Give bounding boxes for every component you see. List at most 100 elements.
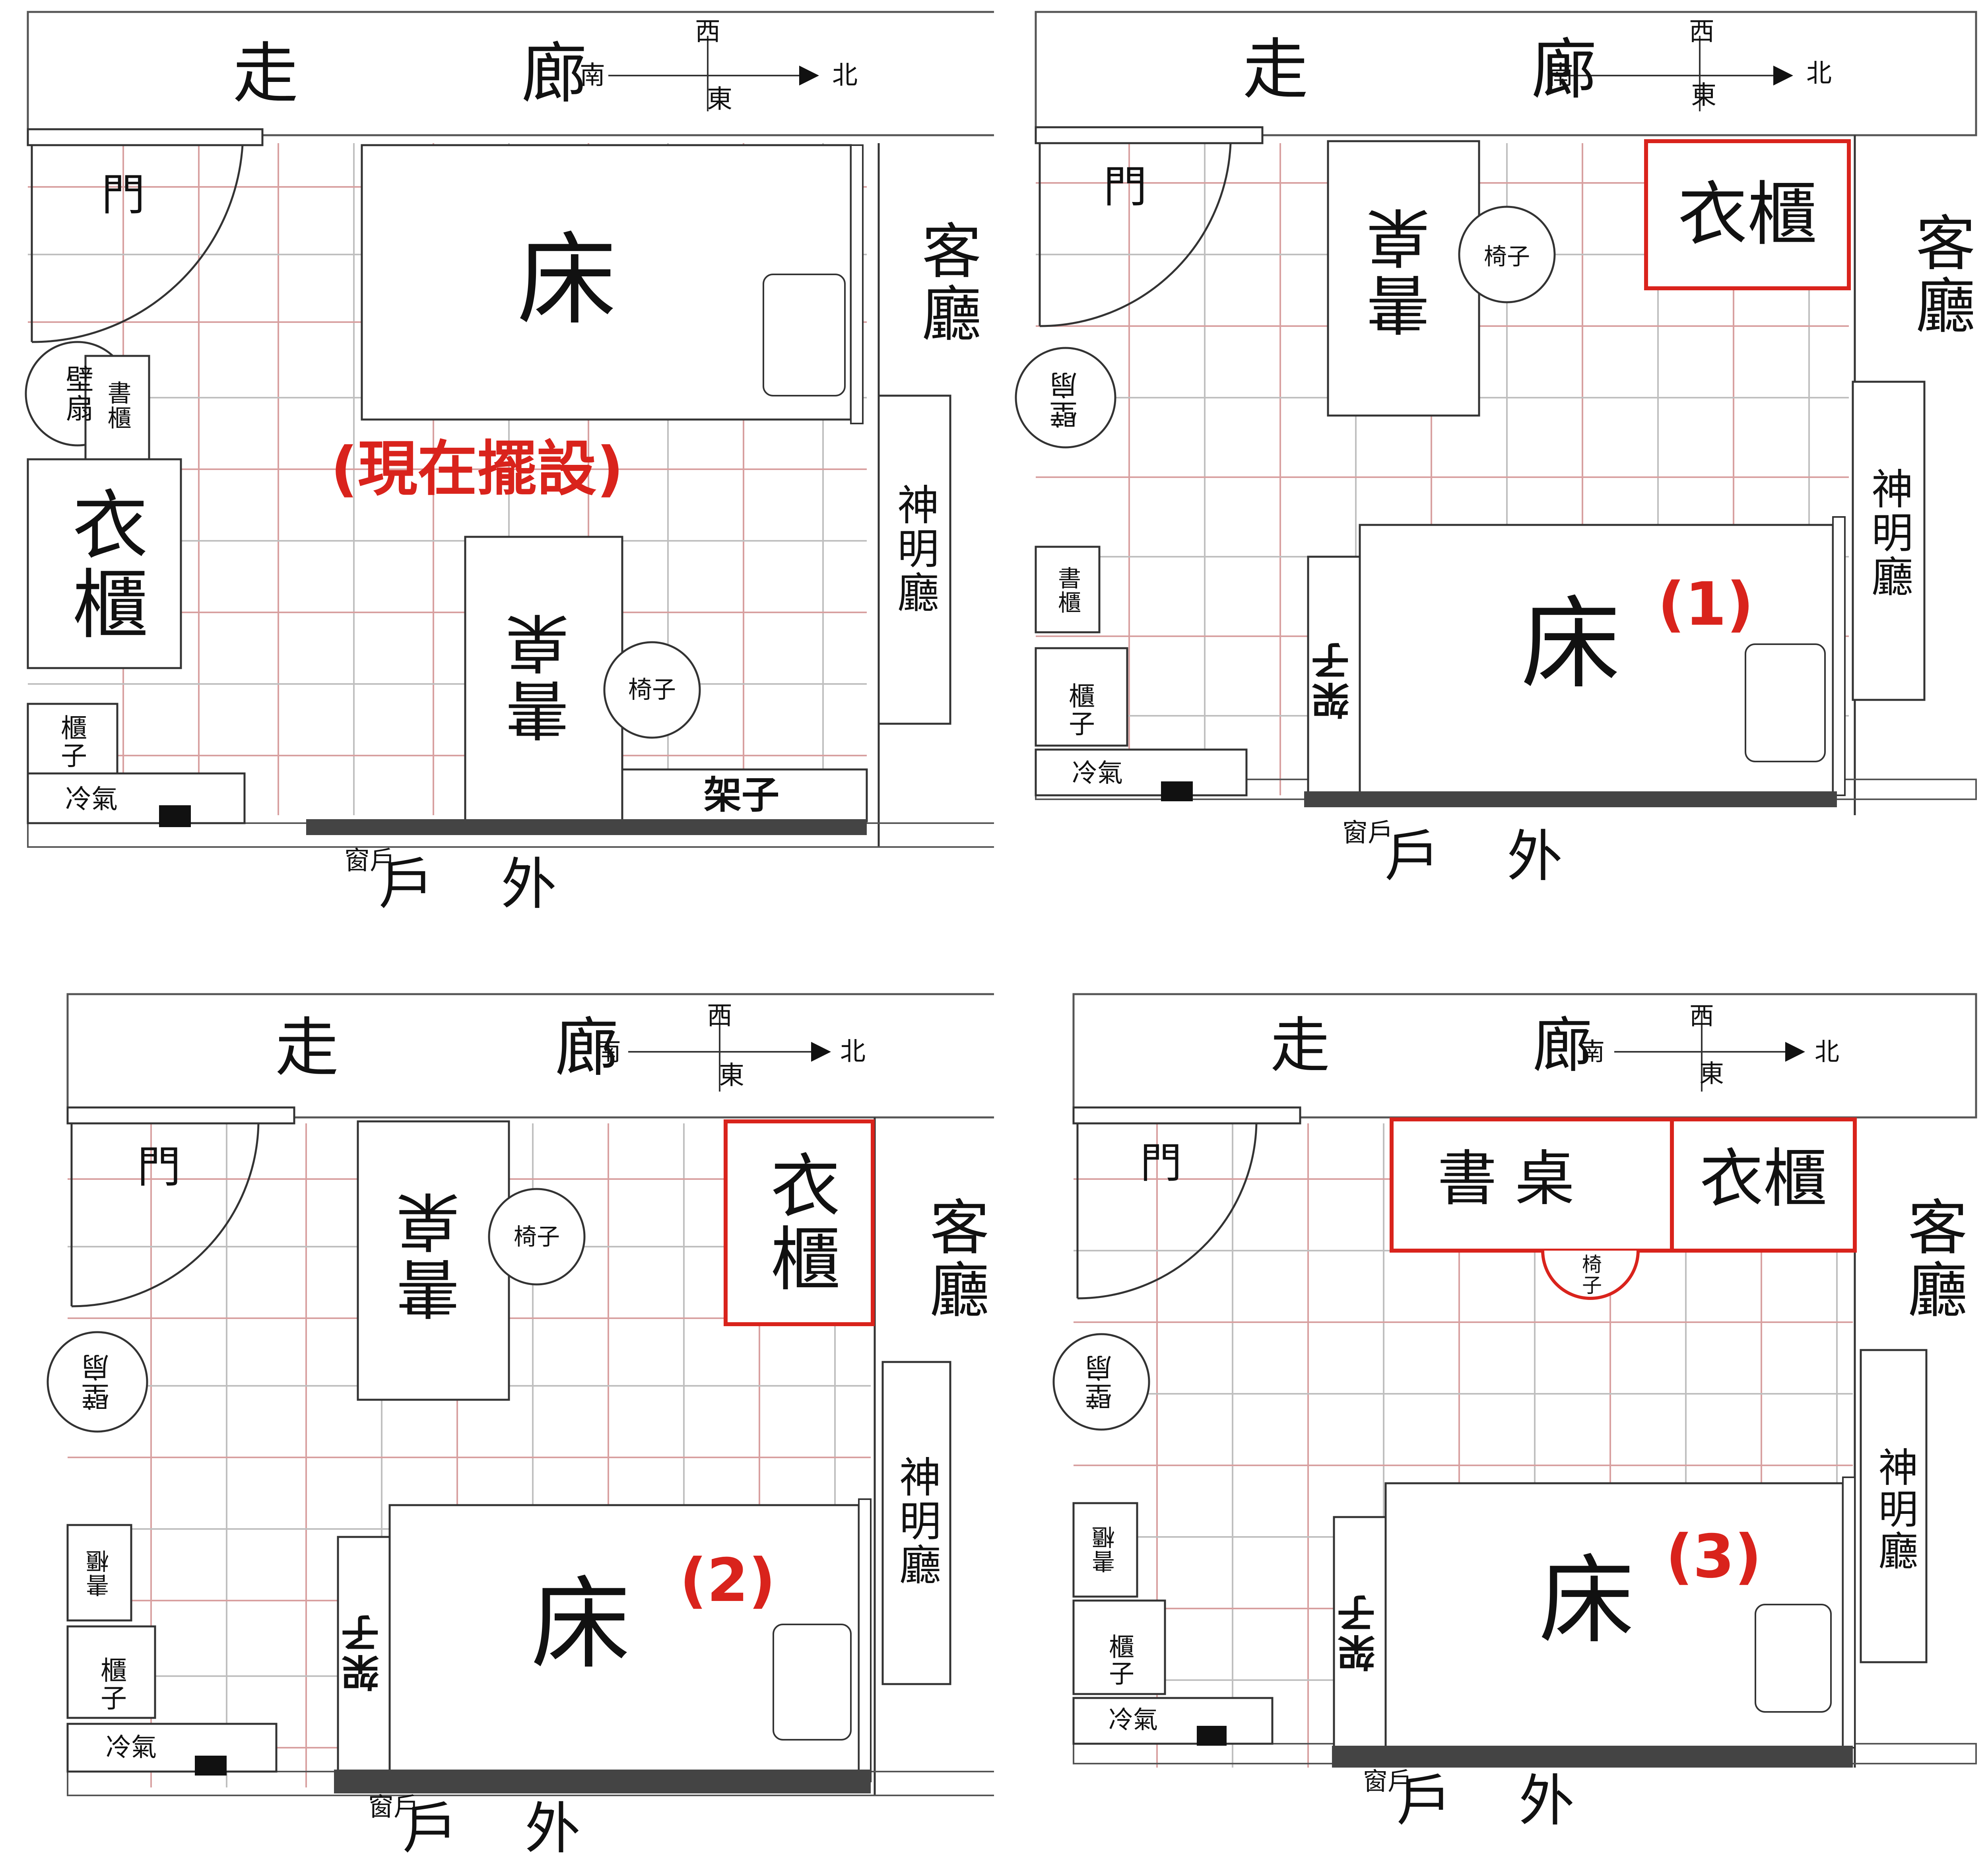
corridor-label: 走 廊 (1242, 31, 1676, 108)
bookshelf-label: 書櫃 (86, 1548, 113, 1597)
bed-label: 床 (517, 222, 616, 338)
aircon-label: 冷氣 (106, 1733, 157, 1762)
window-bar (334, 1770, 871, 1793)
compass-arrow-icon (799, 66, 819, 85)
compass-west-label: 西 (707, 1001, 732, 1031)
wall-fan-circle (47, 1331, 148, 1433)
wardrobe-rect (27, 458, 182, 669)
compass-east-label: 東 (1699, 1059, 1724, 1088)
chair-label: 椅子 (1579, 1253, 1602, 1296)
corridor-box (1035, 11, 1977, 136)
plan-tag-option2: (2) (679, 1546, 776, 1615)
desk-label: 書桌 (1366, 204, 1441, 337)
shrine-room-rect (878, 394, 951, 725)
plan-tag-option1: (1) (1658, 570, 1754, 639)
bed-rail (1832, 516, 1846, 796)
window-bar (1332, 1746, 1853, 1768)
cabinet-label: 櫃子 (1064, 682, 1095, 738)
door-swing-arc (1077, 1123, 1258, 1300)
living-room-label: 客廳 (912, 220, 981, 345)
floor-plan-option2: 走 廊 西 南 東 北 門 書桌 椅子 衣櫃 壁扇 書櫃 櫃子 冷氣 架子 床 … (0, 932, 994, 1865)
compass-arrow-icon (811, 1042, 831, 1062)
bed-label: 床 (531, 1566, 630, 1682)
aircon-rect (1035, 748, 1248, 797)
window-label: 窗戶 (368, 1793, 419, 1822)
desk-rect (464, 536, 623, 822)
chair-label: 椅子 (628, 676, 676, 704)
compass-south-label: 南 (596, 1037, 621, 1067)
compass-north-label: 北 (832, 61, 858, 90)
compass-arrow-icon (1773, 66, 1793, 85)
shrine-room-rect (1852, 381, 1926, 701)
aircon-label: 冷氣 (65, 784, 118, 814)
compass-east-label: 東 (707, 85, 732, 114)
rack-rect (621, 768, 868, 822)
outdoor-label: 戶外 (1384, 824, 1630, 889)
shrine-room-rect (881, 1361, 951, 1685)
cabinet-rect (1035, 647, 1128, 747)
wall-fan-label: 壁扇 (1049, 370, 1082, 429)
rack-rect (337, 1536, 391, 1783)
window-label: 窗戶 (344, 846, 395, 876)
aircon-unit-icon (1197, 1726, 1227, 1746)
door-header (1072, 1106, 1301, 1125)
door-header (1035, 126, 1264, 144)
aircon-rect (66, 1723, 278, 1773)
aircon-rect (1072, 1697, 1274, 1745)
aircon-label: 冷氣 (1072, 759, 1123, 788)
bookshelf-label: 書櫃 (103, 381, 131, 431)
chair-label: 椅子 (1483, 243, 1530, 270)
rack-label: 架子 (1312, 640, 1356, 720)
plan-option2-drawing (47, 993, 994, 1796)
corridor-box (27, 11, 994, 136)
plan-option1-drawing (1015, 11, 1977, 815)
pillow-rect (763, 274, 846, 396)
cabinet-label: 櫃子 (96, 1656, 127, 1712)
rack-rect (1307, 556, 1361, 795)
chair-circle (603, 641, 701, 739)
compass-north-label: 北 (1806, 59, 1832, 88)
cabinet-rect (66, 1625, 156, 1719)
pillow-rect (1745, 643, 1826, 762)
compass-west-label: 西 (695, 17, 720, 47)
living-room-label: 客廳 (920, 1196, 989, 1321)
compass-north-label: 北 (1814, 1037, 1839, 1066)
bed-label: 床 (1521, 586, 1620, 702)
shrine-room-rect (1860, 1349, 1928, 1663)
plan-option3-drawing (1052, 993, 1977, 1768)
rack-label: 架子 (342, 1612, 386, 1692)
chair-label: 椅子 (513, 1223, 560, 1250)
wardrobe-rect-highlight (724, 1119, 875, 1326)
desk-rect (357, 1120, 510, 1401)
wall-fan-label: 壁扇 (81, 1352, 114, 1411)
wall-fan-label: 壁扇 (1085, 1353, 1117, 1410)
window-label: 窗戶 (1342, 818, 1393, 848)
door-label: 門 (1103, 161, 1147, 212)
wall-fan-circle (1052, 1333, 1150, 1431)
plan-tag-current: (現在擺設) (330, 435, 624, 504)
wall-fan-label: 壁扇 (61, 364, 94, 423)
wardrobe-label: 衣櫃 (1699, 1142, 1827, 1216)
corridor-box (66, 993, 994, 1119)
floor-plan-current: 走 廊 西 南 東 北 門 床 (現在擺設) 壁扇 書櫃 衣櫃 櫃子 冷氣 書桌… (0, 0, 994, 932)
chair-circle (1458, 206, 1556, 303)
floor-plan-option1: 走 廊 西 南 東 北 門 書桌 椅子 衣櫃 壁扇 書櫃 櫃子 冷氣 架子 床 … (994, 0, 1988, 932)
bookshelf-label: 書櫃 (1054, 566, 1081, 615)
aircon-unit-icon (195, 1756, 227, 1776)
cabinet-rect (1072, 1599, 1166, 1695)
compass-arrow-icon (1785, 1042, 1805, 1062)
bookshelf-rect (1072, 1502, 1138, 1598)
compass-west-label: 西 (1689, 17, 1714, 47)
desk-label: 書桌 (1437, 1144, 1592, 1214)
chair-circle (488, 1188, 586, 1286)
window-label: 窗戶 (1363, 1767, 1412, 1796)
wall-fan-circle (1015, 347, 1116, 449)
door-label: 門 (137, 1142, 181, 1193)
wardrobe-label: 衣櫃 (60, 485, 148, 644)
rack-rect (1333, 1516, 1387, 1749)
compass-east-label: 東 (719, 1061, 744, 1090)
bed-rail (850, 144, 864, 424)
bookshelf-rect (66, 1524, 132, 1622)
plan-tag-option3: (3) (1666, 1522, 1762, 1591)
door-swing-arc (31, 145, 244, 343)
